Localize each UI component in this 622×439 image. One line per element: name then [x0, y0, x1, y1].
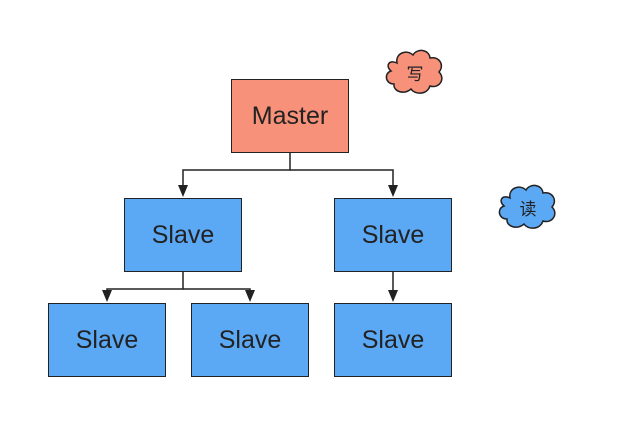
slave-node-level1-right: Slave: [334, 198, 452, 272]
slave-node-level1-left: Slave: [124, 198, 242, 272]
slave-node-label: Slave: [361, 325, 425, 354]
arrowhead-slave4: [245, 290, 255, 302]
arrowhead-slave5: [388, 290, 398, 302]
write-label: 写: [406, 64, 424, 85]
arrowhead-slave1: [178, 185, 188, 197]
slave-node-label: Slave: [151, 220, 215, 249]
slave-node-level2-right: Slave: [334, 303, 452, 377]
arrowhead-slave3: [102, 290, 112, 302]
edge-master-slave1: [182, 153, 291, 186]
write-cloud: 写: [383, 47, 447, 97]
slave-node-level2-left: Slave: [48, 303, 166, 377]
cloud-shape-icon: [385, 49, 443, 94]
slave-node-label: Slave: [361, 220, 425, 249]
slave-node-label: Slave: [218, 325, 282, 354]
slave-node-label: Slave: [75, 325, 139, 354]
slave-node-level2-middle: Slave: [191, 303, 309, 377]
read-label: 读: [519, 199, 537, 220]
read-cloud: 读: [496, 182, 560, 232]
edge-slave1-slave4: [183, 288, 251, 291]
edge-master-slave2: [290, 169, 394, 186]
arrowhead-slave2: [388, 185, 398, 197]
edge-slave1-slave3: [106, 272, 184, 291]
master-node-label: Master: [251, 101, 329, 130]
cloud-shape-icon: [498, 184, 556, 229]
master-node: Master: [231, 79, 349, 153]
